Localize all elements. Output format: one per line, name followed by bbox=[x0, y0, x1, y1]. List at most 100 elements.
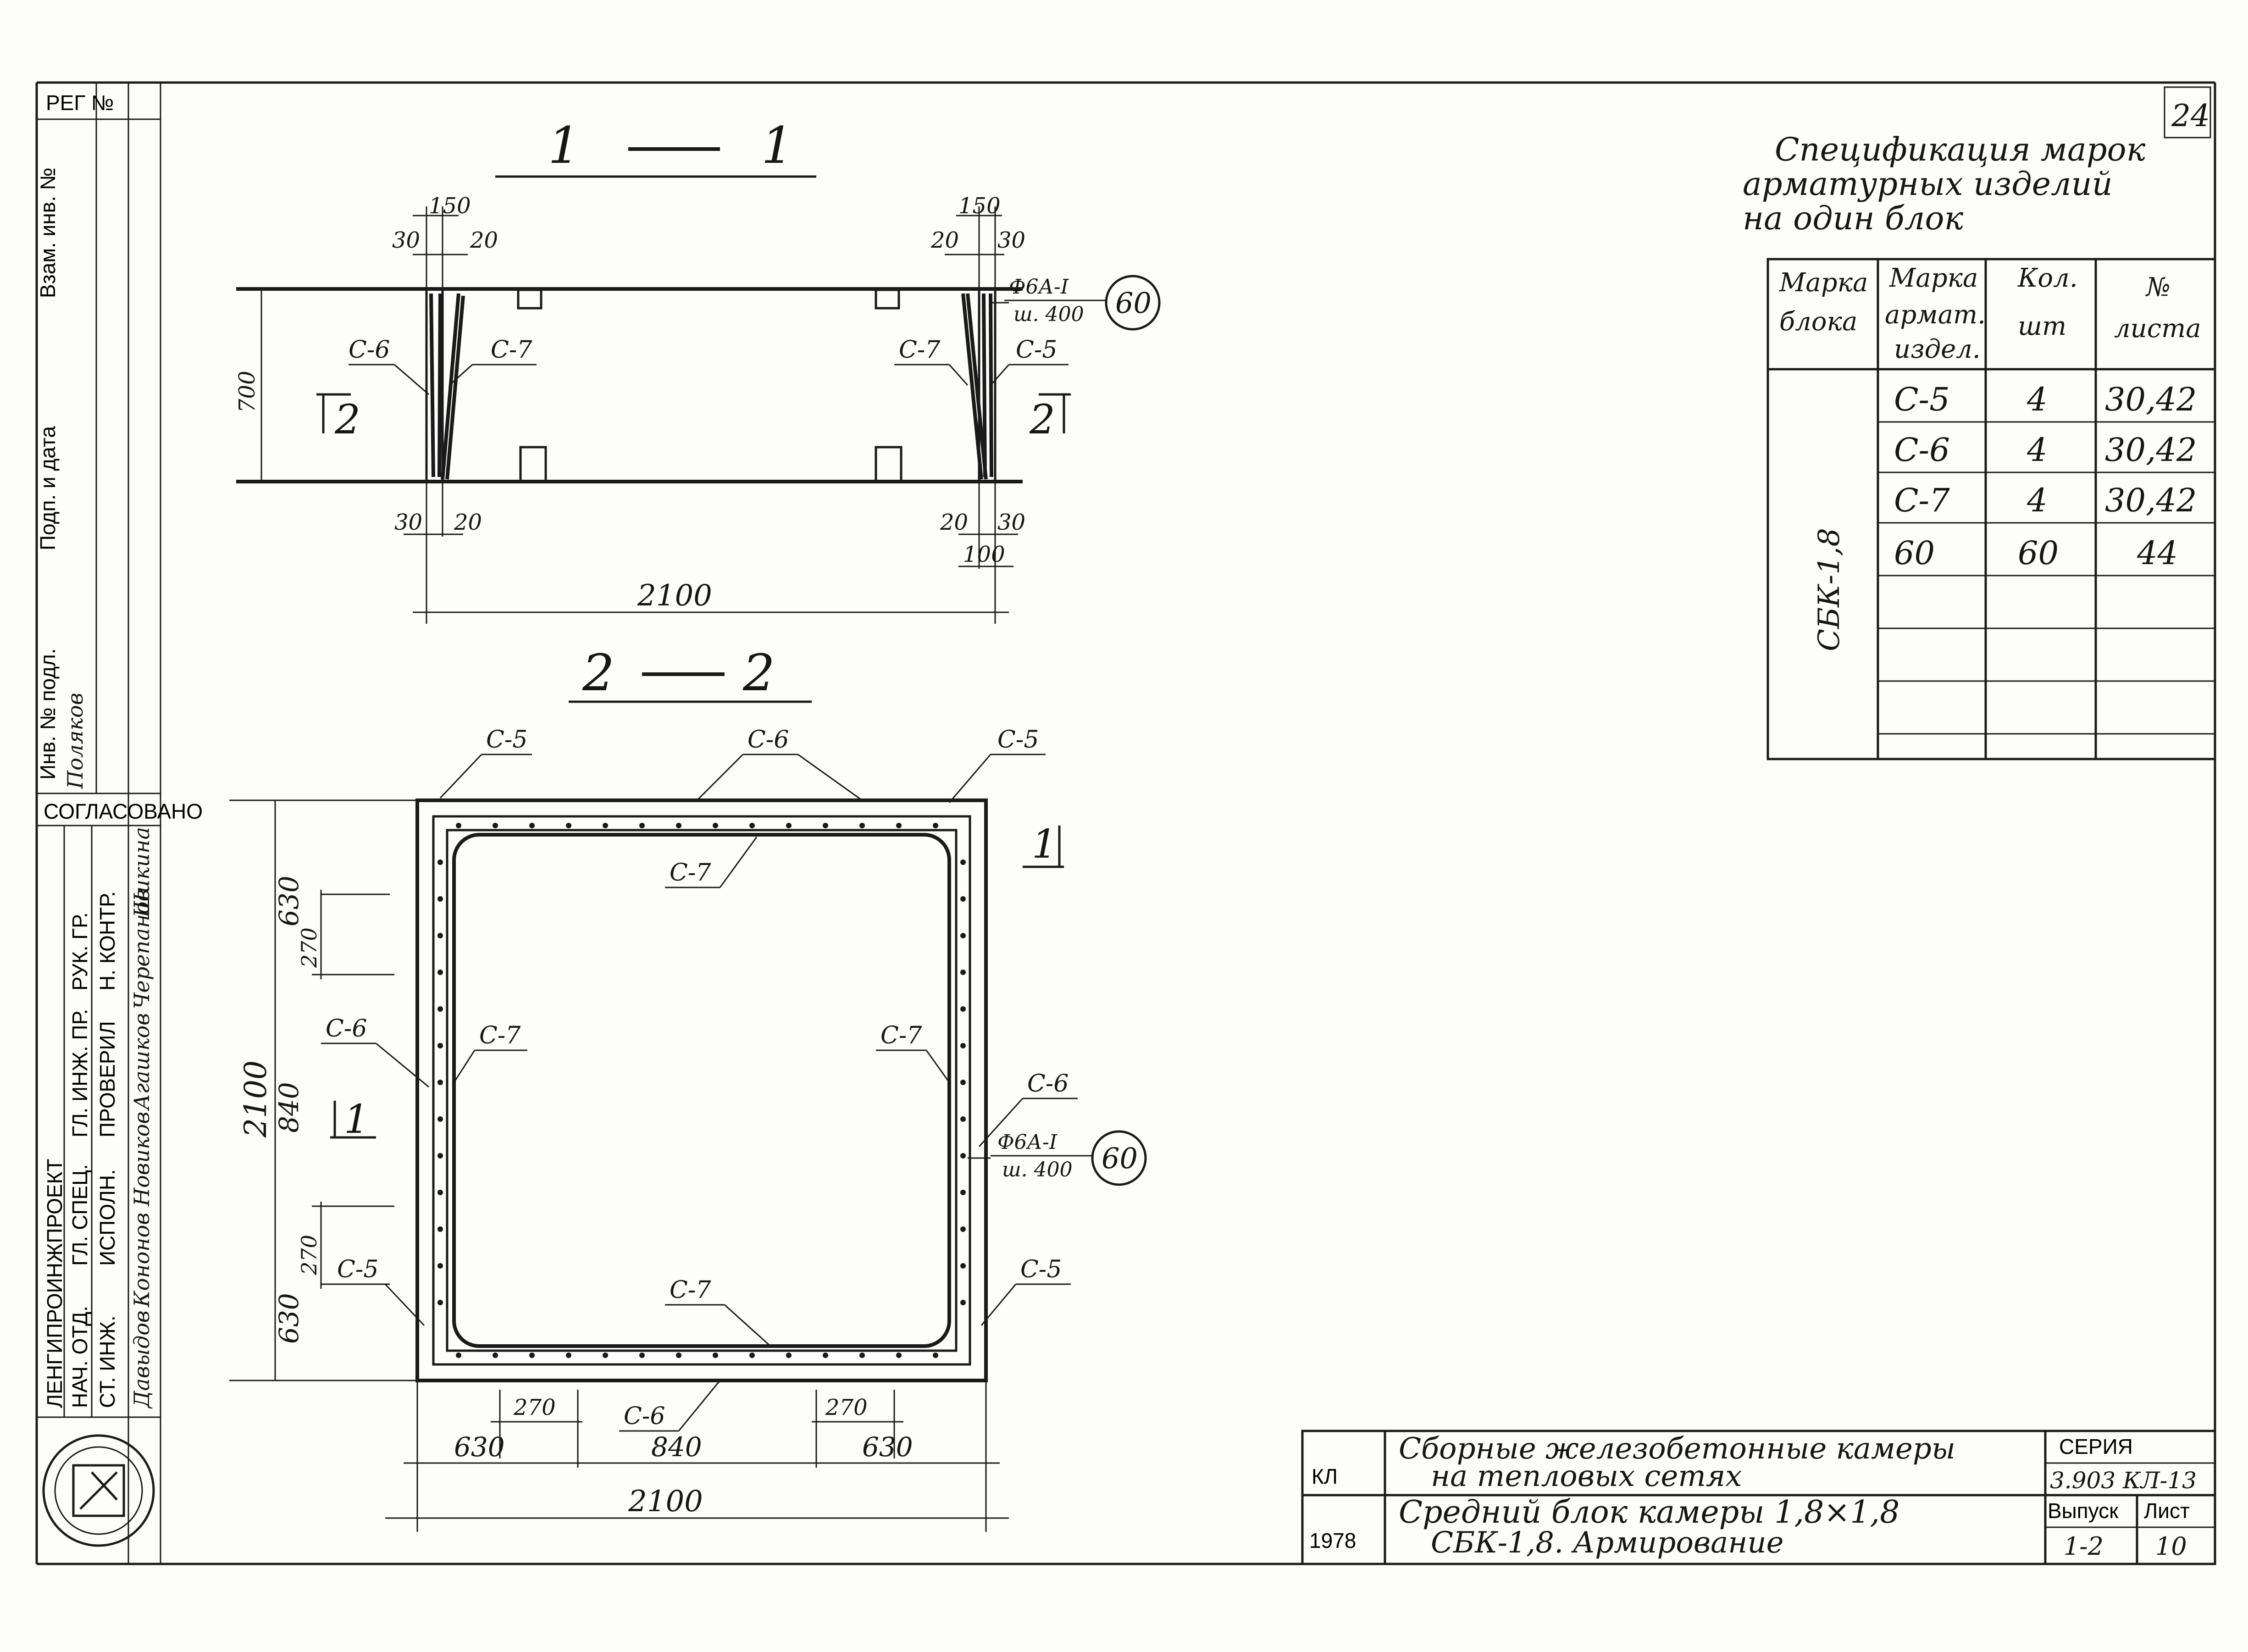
section-1-title-right: 1 bbox=[761, 116, 793, 175]
spec-cell-item: С-5 bbox=[1894, 381, 1950, 418]
spec-cell-sheet: 30,42 bbox=[2105, 431, 2197, 469]
rebar-diameter: Ф6А-I bbox=[997, 1131, 1058, 1154]
header-block-line-1: Марка bbox=[1779, 268, 1868, 298]
label-c5: С-5 bbox=[1016, 336, 1057, 364]
label-c7-left: С-7 bbox=[491, 336, 532, 364]
dim-20-bottom-left: 20 bbox=[454, 510, 482, 535]
section-1-title-left: 1 bbox=[548, 116, 580, 175]
vertical-label: Инв. № подл. bbox=[36, 648, 60, 780]
organization-name: ЛЕНГИПРОИНЖПРОЕКТ bbox=[43, 1159, 66, 1408]
title-line-3: Средний блок камеры 1,8×1,8 bbox=[1399, 1494, 1899, 1530]
spec-title-line-1: Спецификация марок bbox=[1775, 131, 2146, 168]
cut-mark-2-left: 2 bbox=[334, 396, 360, 443]
spec-block-mark: СБК-1,8 bbox=[1812, 528, 1846, 651]
section-1-rebar-note: Ф6А-I ш. 400 60 bbox=[991, 275, 1161, 331]
dim-270-left-top: 270 bbox=[297, 927, 321, 968]
spec-cell-sheet: 44 bbox=[2137, 534, 2178, 572]
title-code: КЛ bbox=[1312, 1464, 1338, 1488]
rebar-diameter: Ф6А-I bbox=[1009, 275, 1069, 299]
dim-2100-bottom: 2100 bbox=[628, 1485, 703, 1519]
spec-row: С-5 4 30,42 bbox=[1894, 381, 2197, 418]
header-qty-line-1: Кол. bbox=[2017, 263, 2078, 293]
section-1-dims: 150 30 20 150 20 30 700 30 20 20 30 100 bbox=[234, 193, 1025, 624]
label-c6-left: С-6 bbox=[326, 1015, 367, 1042]
dim-30-left: 30 bbox=[392, 227, 420, 253]
stamp-names: Давыдов Кононов Новиков Агашков Черепано… bbox=[63, 693, 154, 1409]
dim-700: 700 bbox=[234, 371, 260, 413]
spec-cell-qty: 4 bbox=[2027, 482, 2048, 519]
stamp-name: Кононов bbox=[129, 1213, 154, 1308]
section-2-2: 2 2 С-5 С-6 С-5 bbox=[229, 643, 1147, 1532]
issue-value: 1-2 bbox=[2064, 1532, 2104, 1561]
section-1-outline bbox=[236, 287, 1023, 483]
spec-cell-item: С-7 bbox=[1894, 482, 1950, 519]
label-c7-bottom: С-7 bbox=[670, 1276, 711, 1304]
label-c7-right: С-7 bbox=[899, 336, 941, 364]
rebar-callout-60: 60 bbox=[1115, 286, 1152, 320]
header-item-line-2: армат. bbox=[1885, 300, 1986, 330]
section-2-title-left: 2 bbox=[582, 643, 615, 702]
label-c5-top-left: С-5 bbox=[486, 726, 527, 754]
stamp-role: СТ. ИНЖ. bbox=[95, 1315, 119, 1408]
header-qty-line-2: шт bbox=[2018, 311, 2066, 341]
sheet-label: Лист bbox=[2144, 1499, 2190, 1523]
spec-header: Марка блока Марка армат. издел. Кол. шт … bbox=[1779, 263, 2201, 364]
section-2-walls bbox=[415, 798, 988, 1382]
dim-840-bottom: 840 bbox=[651, 1431, 702, 1463]
spec-row: С-6 4 30,42 bbox=[1894, 431, 2197, 469]
stamp-role: ИСПОЛН. bbox=[95, 1169, 119, 1266]
section-2-bottom-dims: 270 270 630 840 630 2100 bbox=[385, 1380, 1009, 1532]
section-2-cut-marks: 1 1 bbox=[330, 821, 1064, 1142]
vertical-label: Взам. инв. № bbox=[36, 167, 60, 298]
section-2-rebar-note: Ф6А-I ш. 400 60 bbox=[968, 1130, 1147, 1186]
stamp-name: Поляков bbox=[63, 693, 88, 790]
dim-270-bottom-left: 270 bbox=[513, 1395, 556, 1420]
stamp-name: Шикина bbox=[129, 827, 154, 918]
section-2-title-right: 2 bbox=[742, 643, 775, 702]
title-line-2: на тепловых сетях bbox=[1431, 1459, 1742, 1493]
spec-table: Спецификация марок арматурных изделий на… bbox=[1743, 131, 2216, 760]
spec-cell-sheet: 30,42 bbox=[2105, 482, 2197, 519]
title-block: КЛ 1978 Сборные железобетонные камеры на… bbox=[1301, 1430, 2216, 1565]
stamp-name: Новиков bbox=[129, 1112, 154, 1207]
spec-title-line-3: на один блок bbox=[1743, 200, 1963, 237]
dim-20-right: 20 bbox=[930, 227, 959, 253]
header-sheet-line-2: листа bbox=[2114, 314, 2201, 344]
cut-mark-1-top: 1 bbox=[1032, 821, 1057, 867]
label-c5-top-right: С-5 bbox=[997, 726, 1039, 754]
label-c5-bottom-left: С-5 bbox=[337, 1256, 378, 1283]
section-2-title: 2 2 bbox=[569, 643, 812, 703]
label-c6-right: С-6 bbox=[1027, 1070, 1069, 1098]
dim-2100-left: 2100 bbox=[238, 1060, 273, 1138]
title-year: 1978 bbox=[1309, 1529, 1356, 1552]
section-1-1: 1 1 bbox=[234, 116, 1161, 624]
label-c5-bottom-right: С-5 bbox=[1020, 1256, 1062, 1283]
dim-630-left-bottom: 630 bbox=[273, 1293, 305, 1344]
dim-270-left-bottom: 270 bbox=[297, 1235, 321, 1275]
spec-cell-qty: 4 bbox=[2027, 431, 2048, 469]
header-sheet-line-1: № bbox=[2145, 272, 2170, 302]
stamp-name: Агашков bbox=[129, 1013, 154, 1111]
organization-logo bbox=[42, 1434, 155, 1547]
dim-20-left: 20 bbox=[470, 227, 498, 253]
label-c6-bottom: С-6 bbox=[624, 1403, 665, 1430]
rebar-spacing: ш. 400 bbox=[1013, 303, 1084, 326]
spec-row: С-7 4 30,42 bbox=[1894, 482, 2197, 519]
spec-cell-item: С-6 bbox=[1894, 431, 1950, 469]
title-line-1: Сборные железобетонные камеры bbox=[1399, 1432, 1955, 1466]
dim-30-right: 30 bbox=[997, 227, 1025, 253]
title-line-4: СБК-1,8. Армирование bbox=[1431, 1526, 1784, 1560]
dim-270-bottom-right: 270 bbox=[825, 1395, 868, 1420]
cut-mark-1-left: 1 bbox=[344, 1097, 369, 1142]
dim-840-left: 840 bbox=[273, 1082, 305, 1133]
spec-cell-sheet: 30,42 bbox=[2105, 381, 2197, 418]
section-1-cut-marks: 2 2 bbox=[316, 393, 1071, 443]
dim-2100-section-1: 2100 bbox=[637, 579, 712, 613]
rebar-callout-60: 60 bbox=[1102, 1142, 1138, 1175]
label-c6: С-6 bbox=[349, 336, 390, 364]
label-c7-top: С-7 bbox=[670, 859, 711, 887]
stamp-role: ПРОВЕРИЛ bbox=[95, 1021, 119, 1137]
stamp-vertical-labels: Инв. № подл. Подп. и дата Взам. инв. № bbox=[36, 167, 60, 780]
